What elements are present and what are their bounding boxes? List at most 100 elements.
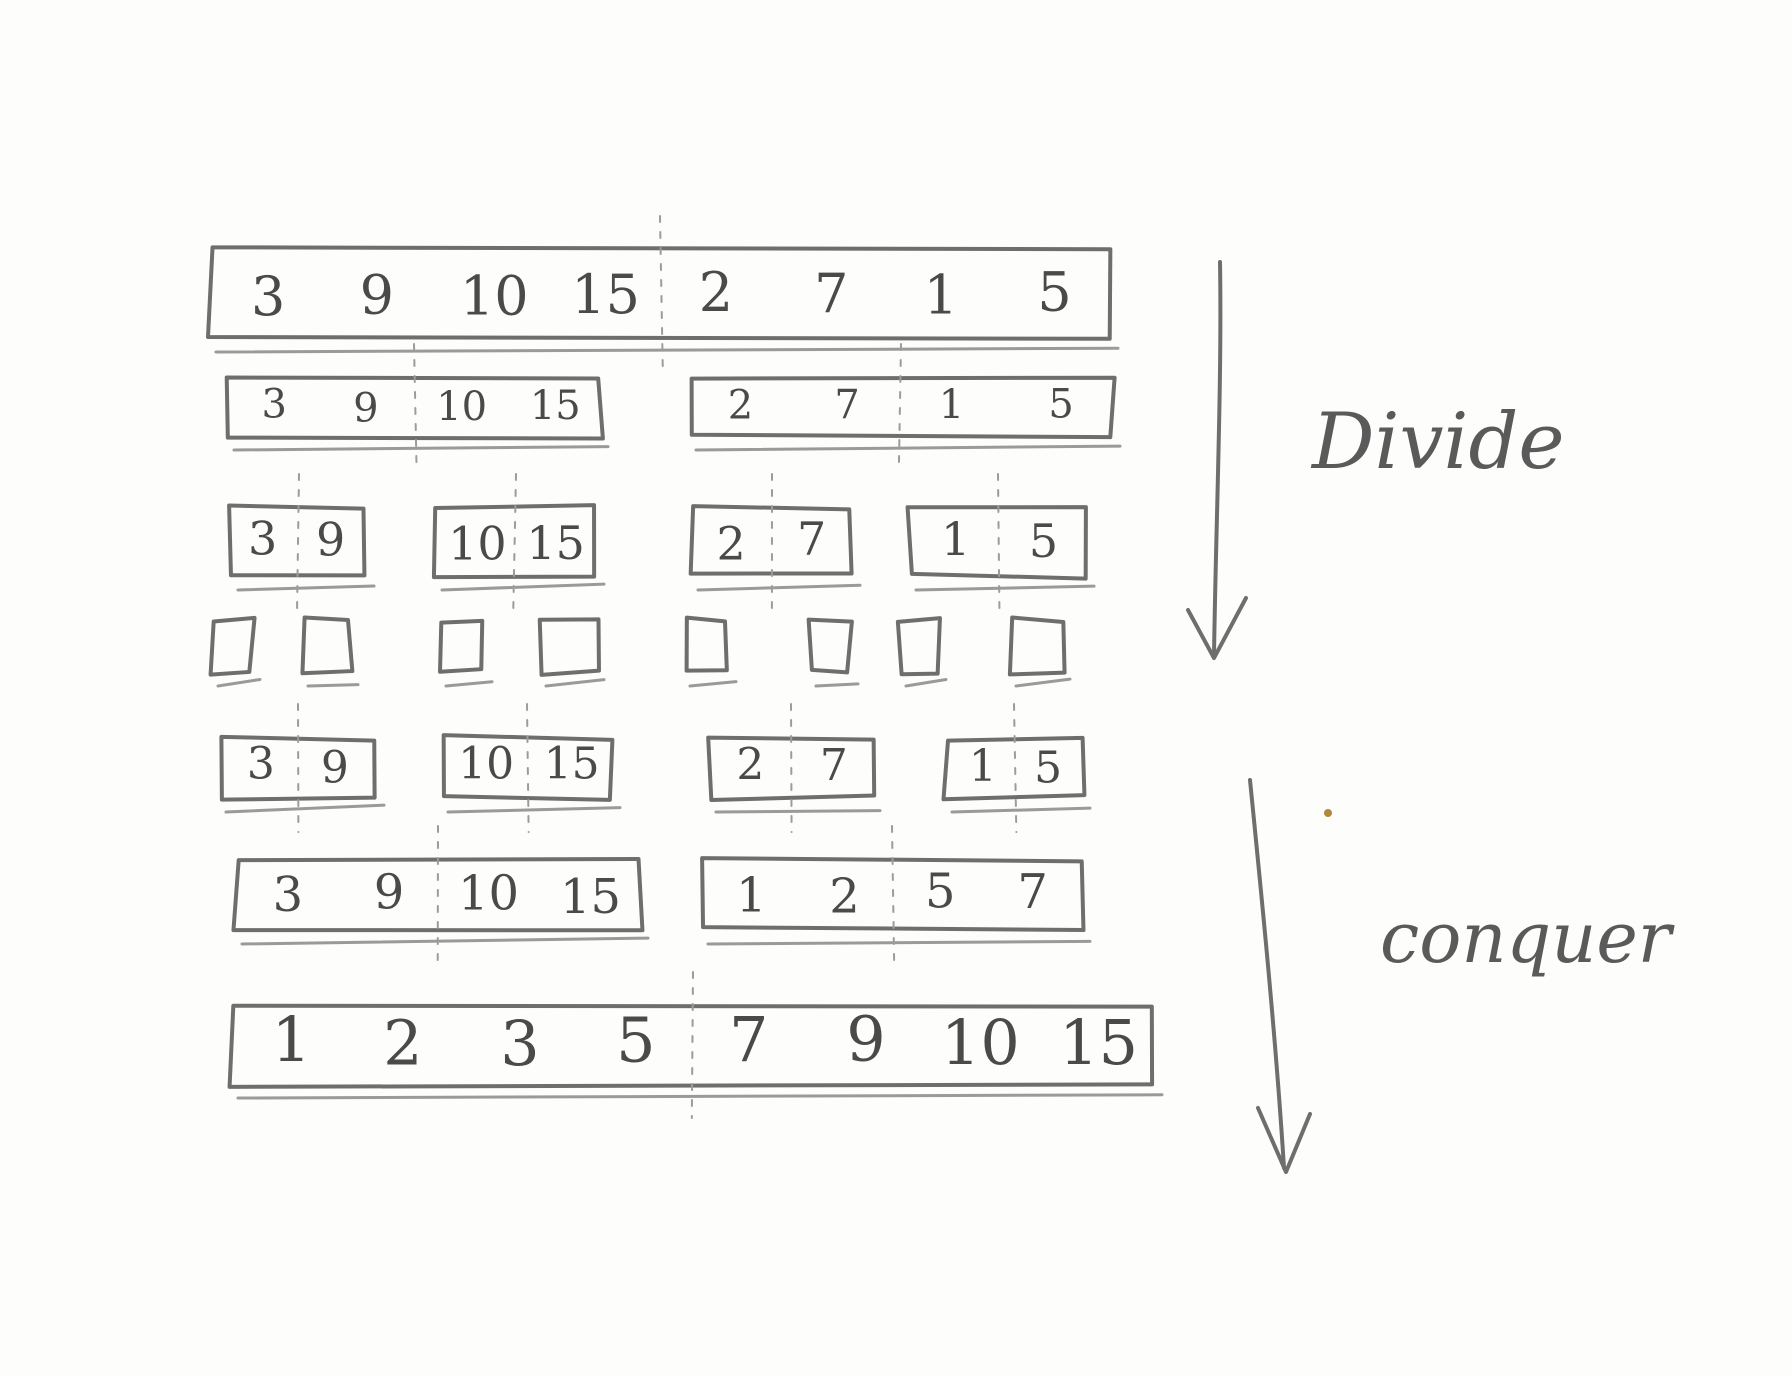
box-underline — [904, 677, 948, 688]
array-value: 15 — [571, 263, 640, 326]
split-mark — [891, 825, 896, 965]
box-underline — [214, 346, 1120, 354]
array-value: 3 — [273, 867, 304, 923]
array-value: 5 — [1037, 260, 1071, 323]
box-underline — [694, 444, 1122, 452]
array-value: 15 — [530, 383, 581, 429]
array-box — [441, 733, 615, 802]
array-value: 7 — [797, 512, 826, 566]
array-value: 5 — [1034, 743, 1062, 794]
array-box — [684, 615, 729, 673]
box-underline — [814, 682, 860, 688]
split-mark — [1013, 703, 1018, 833]
array-value: 9 — [321, 743, 349, 794]
array-value: 7 — [729, 1003, 768, 1076]
split-mark — [296, 473, 300, 611]
array-box — [227, 1003, 1155, 1089]
array-value: 10 — [436, 384, 487, 430]
array-boxes — [205, 215, 1164, 1119]
array-value: 3 — [248, 511, 277, 565]
box-underline — [216, 677, 262, 688]
array-box — [905, 505, 1088, 581]
array-value: 1 — [924, 263, 958, 326]
array-value: 2 — [829, 868, 860, 924]
divide-label: Divide — [1310, 397, 1565, 487]
array-value: 2 — [699, 261, 733, 324]
split-mark — [526, 703, 530, 833]
array-value: 7 — [1017, 864, 1048, 920]
array-value: 3 — [251, 265, 285, 328]
array-value: 7 — [814, 262, 848, 325]
array-value: 9 — [353, 386, 378, 432]
array-value: 2 — [736, 740, 764, 791]
array-box — [300, 615, 355, 676]
array-box — [227, 503, 367, 578]
array-value: 15 — [544, 739, 600, 790]
array-box — [437, 618, 485, 674]
box-underline — [236, 1093, 1164, 1100]
array-value: 15 — [1059, 1006, 1138, 1079]
array-value: 9 — [374, 864, 405, 920]
array-value: 15 — [526, 516, 585, 570]
array-box — [231, 856, 645, 933]
array-box — [205, 245, 1113, 341]
conquer-arrow-head — [1256, 1106, 1312, 1174]
box-underline — [444, 680, 494, 688]
array-box — [208, 615, 257, 677]
array-box — [806, 617, 854, 675]
box-underline — [706, 939, 1092, 946]
array-value: 5 — [1048, 381, 1073, 427]
conquer-arrow-shaft — [1248, 778, 1286, 1170]
box-underline — [224, 803, 386, 814]
array-value: 5 — [616, 1004, 655, 1077]
array-value: 7 — [834, 382, 859, 428]
split-mark — [790, 703, 793, 833]
box-underline — [236, 584, 376, 592]
array-value: 7 — [820, 740, 848, 791]
box-underline — [306, 683, 360, 688]
array-value: 10 — [941, 1006, 1020, 1079]
divide-arrow-shaft — [1212, 260, 1223, 657]
split-mark — [997, 473, 1001, 611]
array-value: 5 — [1029, 514, 1058, 568]
array-value: 9 — [316, 513, 345, 567]
box-underline — [688, 680, 738, 688]
array-box — [537, 617, 601, 677]
array-value: 15 — [560, 869, 621, 925]
array-box — [689, 375, 1117, 440]
array-value: 1 — [969, 741, 997, 792]
array-box — [895, 616, 942, 677]
split-mark — [512, 473, 517, 611]
conquer-label: conquer — [1380, 897, 1675, 979]
array-value: 3 — [247, 739, 275, 790]
box-underline — [240, 936, 650, 946]
array-box — [431, 503, 597, 580]
array-value: 1 — [941, 512, 970, 566]
array-value: 10 — [458, 866, 519, 922]
box-underline — [232, 445, 610, 452]
array-value: 2 — [728, 383, 753, 429]
array-value: 3 — [261, 381, 286, 427]
array-value: 1 — [272, 1003, 311, 1076]
box-underline — [696, 583, 862, 592]
split-mark — [413, 343, 418, 471]
array-value: 10 — [458, 738, 514, 789]
array-value: 9 — [360, 264, 394, 327]
array-box — [706, 735, 877, 803]
array-box — [1007, 615, 1067, 677]
box-underline — [544, 678, 606, 688]
array-value: 10 — [448, 517, 507, 571]
split-mark — [659, 215, 664, 373]
box-underline — [714, 809, 882, 814]
array-value: 9 — [846, 1002, 885, 1075]
array-value: 1 — [939, 382, 964, 428]
array-value: 5 — [925, 863, 956, 919]
box-underline — [950, 806, 1092, 814]
box-underline — [446, 806, 622, 814]
array-value: 10 — [460, 264, 529, 327]
array-box — [700, 856, 1086, 933]
array-value: 2 — [383, 1006, 422, 1079]
pencil-speck — [1324, 809, 1332, 817]
